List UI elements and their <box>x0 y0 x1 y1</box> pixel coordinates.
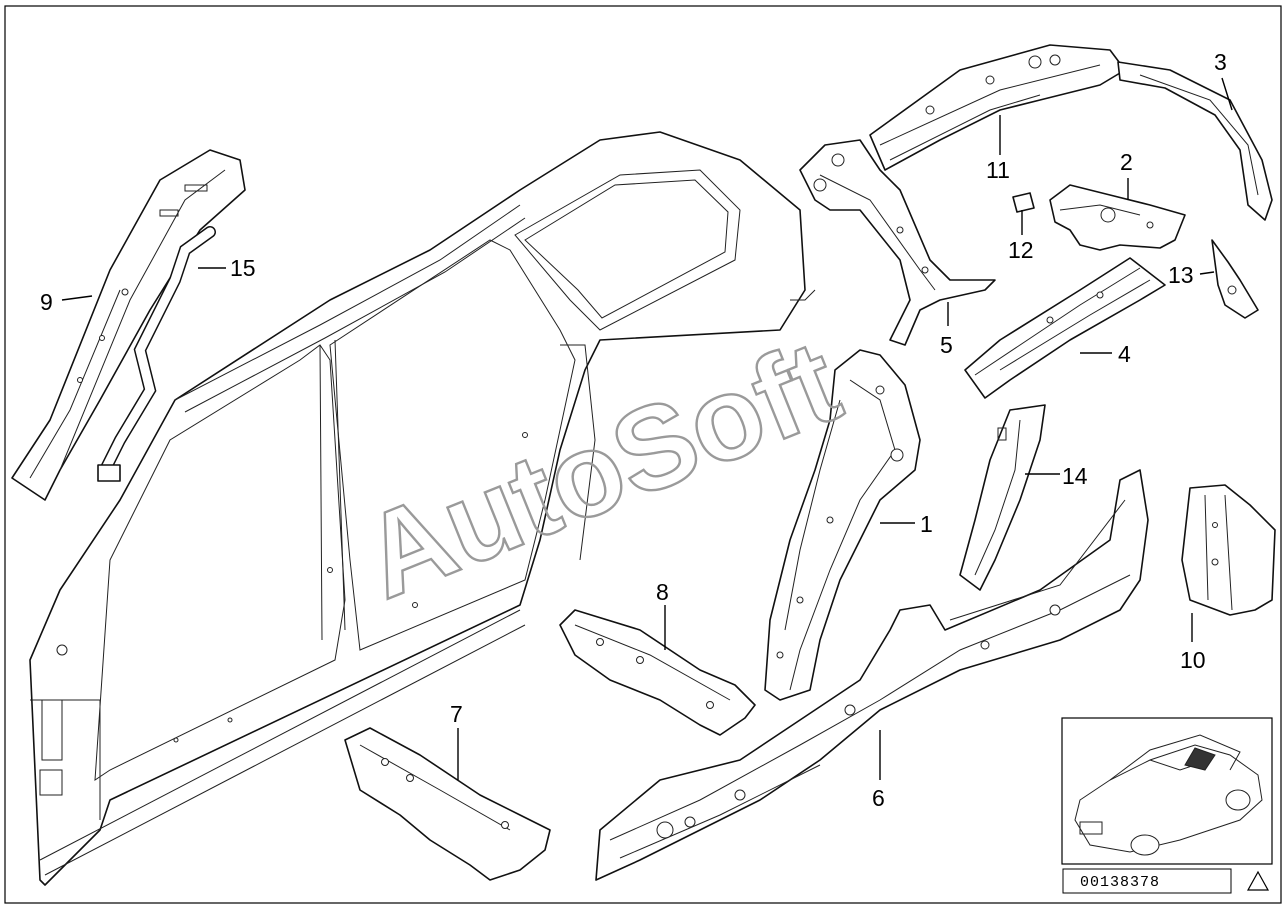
part-10-panel <box>1181 484 1276 616</box>
document-id-box: 00138378 <box>1062 868 1232 894</box>
car-thumbnail <box>1061 717 1273 865</box>
part-3-rear-rail <box>1117 61 1273 221</box>
callout-10: 10 <box>1180 647 1206 673</box>
callout-9: 9 <box>40 289 53 315</box>
callout-7: 7 <box>450 701 463 727</box>
callout-8: 8 <box>656 579 669 605</box>
callout-12: 12 <box>1008 237 1034 263</box>
callout-4: 4 <box>1118 341 1131 367</box>
part-5-pillar <box>799 139 996 346</box>
part-7-crossmember <box>344 727 551 881</box>
callout-13: 13 <box>1168 262 1194 288</box>
document-id: 00138378 <box>1080 874 1160 891</box>
callout-5: 5 <box>940 332 953 358</box>
part-14-panel <box>959 404 1046 591</box>
callout-14: 14 <box>1062 463 1088 489</box>
callout-3: 3 <box>1214 49 1227 75</box>
body-side-frame <box>29 131 816 886</box>
callout-2: 2 <box>1120 149 1133 175</box>
part-2-bracket <box>1049 184 1186 251</box>
part-6-rocker <box>595 469 1149 881</box>
callout-1: 1 <box>920 511 933 537</box>
diagram-border <box>4 5 1282 904</box>
part-13-bracket <box>1211 239 1259 319</box>
part-9-pillar <box>11 149 246 501</box>
part-8-crossmember <box>559 609 756 736</box>
callout-15: 15 <box>230 255 256 281</box>
part-12-cap <box>1012 192 1035 213</box>
part-15-hose <box>97 226 216 482</box>
part-4-rail <box>964 257 1166 399</box>
leader-lines <box>61 77 1233 780</box>
callout-6: 6 <box>872 785 885 811</box>
callout-labels: 9 15 11 3 2 12 13 4 5 1 14 10 8 7 6 <box>40 49 1227 811</box>
part-11-roof-rail <box>869 44 1126 171</box>
car-silhouette-icon <box>1074 734 1263 856</box>
triangle-warning-icon <box>1246 870 1270 891</box>
callout-11: 11 <box>986 157 1010 183</box>
part-1-pillar <box>764 349 921 701</box>
